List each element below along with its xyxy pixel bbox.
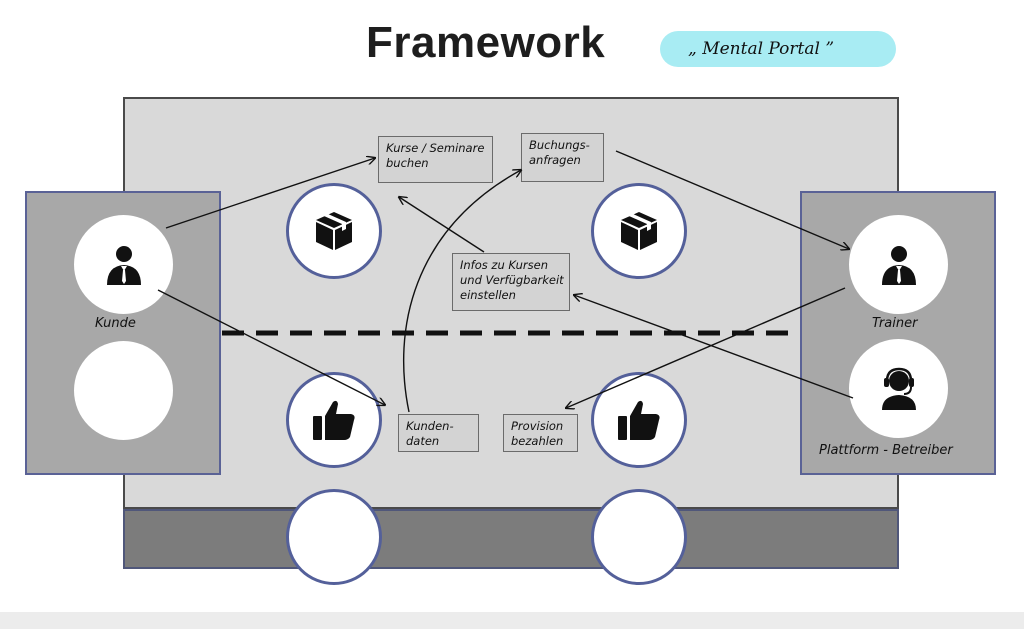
thumbs-up-icon: [313, 400, 355, 440]
value-circle-left: [286, 372, 382, 468]
subtitle-badge: „ Mental Portal ”: [660, 31, 896, 67]
box-icon: [316, 212, 352, 250]
businessman-icon: [881, 245, 916, 285]
base-band: [123, 509, 899, 569]
trainer-label: Trainer: [872, 316, 918, 331]
operator-label: Plattform - Betreiber: [819, 443, 953, 458]
trainer-avatar: [849, 215, 948, 314]
thumbs-up-icon: [618, 400, 660, 440]
commission-box: Provision bezahlen: [503, 414, 578, 452]
course-info-box: Infos zu Kursen und Verfügbarkeit einste…: [452, 253, 570, 311]
booking-requests-box: Buchungs- anfragen: [521, 133, 604, 182]
product-circle-right: [591, 183, 687, 279]
courses-box: Kurse / Seminare buchen: [378, 136, 493, 183]
customer-avatar: [74, 215, 173, 314]
page-footer-strip: [0, 612, 1024, 629]
empty-circle-left: [74, 341, 173, 440]
subtitle-text: „ Mental Portal ”: [688, 39, 835, 59]
box-icon: [621, 212, 657, 250]
channel-circle-right: [591, 489, 687, 585]
customer-label: Kunde: [95, 316, 136, 331]
operator-avatar: [849, 339, 948, 438]
product-circle-left: [286, 183, 382, 279]
headset-user-icon: [881, 367, 916, 410]
value-circle-right: [591, 372, 687, 468]
businessman-icon: [106, 245, 141, 285]
channel-circle-left: [286, 489, 382, 585]
customer-data-box: Kunden- daten: [398, 414, 479, 452]
diagram-title: Framework: [366, 18, 606, 67]
